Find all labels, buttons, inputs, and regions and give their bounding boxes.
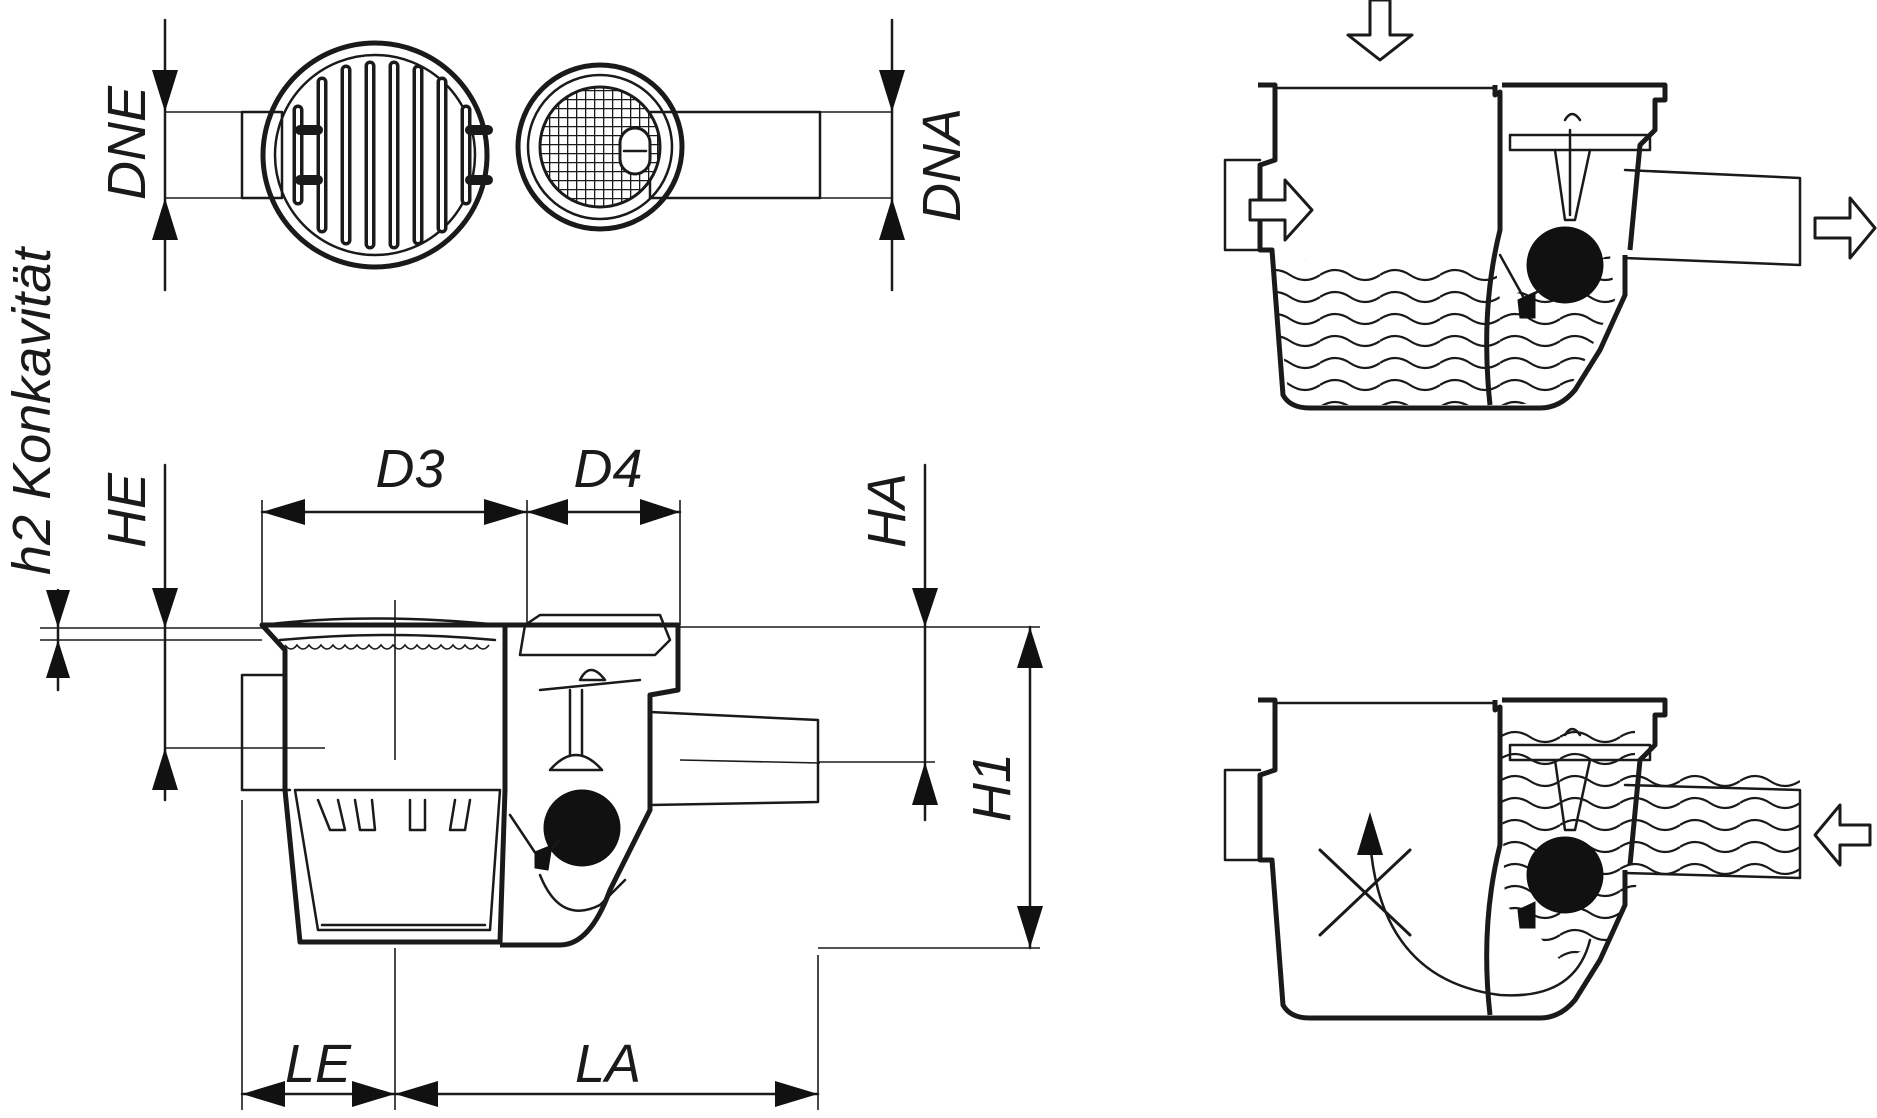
blocked-flow-path bbox=[1368, 838, 1592, 997]
side-section-view: h2 Konkavität HE D3 D4 bbox=[2, 246, 1043, 1110]
d3-label: D3 bbox=[375, 439, 444, 499]
float-ball bbox=[543, 789, 621, 867]
grate-outer-ring bbox=[260, 40, 490, 270]
backflow-arrow-icon bbox=[1813, 803, 1872, 867]
grate-inner-ring bbox=[273, 53, 477, 257]
h1-dimension: H1 bbox=[818, 625, 1043, 950]
he-label: HE bbox=[97, 472, 157, 548]
d3-dimension: D3 bbox=[260, 439, 529, 625]
trap-chamber-top bbox=[1502, 82, 1668, 251]
outflow-arrow-icon bbox=[1813, 196, 1877, 260]
basket bbox=[293, 788, 502, 932]
h2-label: h2 Konkavität bbox=[2, 246, 62, 575]
top-view: DNE DNA bbox=[97, 18, 972, 292]
grate-top bbox=[260, 617, 502, 627]
inlet-stub bbox=[240, 673, 292, 792]
float-ball-1 bbox=[1526, 226, 1604, 304]
ha-label: HA bbox=[857, 473, 917, 548]
dna-dimension: DNA bbox=[820, 18, 972, 292]
blocked-cross-icon bbox=[1318, 848, 1412, 937]
trap-elbow bbox=[538, 873, 627, 912]
vessel-body-2 bbox=[1257, 697, 1628, 1021]
trap-cover-mesh bbox=[538, 85, 662, 209]
h2-dimension: h2 Konkavität bbox=[2, 246, 262, 692]
la-label: LA bbox=[575, 1034, 641, 1094]
blocked-flow-arrowhead bbox=[1357, 812, 1383, 855]
trap-knob bbox=[578, 668, 607, 682]
operation-view-backflow bbox=[1223, 697, 1872, 1021]
flap-seal-2 bbox=[1517, 901, 1536, 929]
water-fill bbox=[1272, 255, 1615, 405]
trap-cover-inner bbox=[526, 73, 674, 221]
le-label: LE bbox=[285, 1034, 352, 1094]
he-dimension: HE bbox=[97, 463, 290, 802]
dna-label: DNA bbox=[912, 108, 972, 222]
operation-view-flow bbox=[1223, 0, 1877, 411]
float-ball-2 bbox=[1526, 836, 1604, 914]
plunger-foot bbox=[548, 753, 604, 772]
d4-label: D4 bbox=[573, 439, 642, 499]
le-la-dimension: LE LA bbox=[240, 800, 820, 1110]
flap-seal bbox=[534, 844, 553, 871]
divider-wall-2 bbox=[1484, 700, 1503, 1016]
grate-slots bbox=[292, 60, 493, 250]
inflow-arrow-side-icon bbox=[1248, 178, 1314, 242]
main-body bbox=[259, 622, 508, 945]
h1-label: H1 bbox=[962, 753, 1022, 822]
dne-dimension: DNE bbox=[97, 18, 242, 292]
outlet-pipe-side bbox=[648, 710, 820, 807]
dne-label: DNE bbox=[97, 85, 157, 200]
trap-cover-ring bbox=[515, 62, 685, 232]
inflow-arrow-top-icon bbox=[1346, 0, 1414, 62]
trap-chamber bbox=[500, 622, 681, 948]
divider-wall bbox=[1484, 85, 1503, 406]
d4-dimension: D4 bbox=[525, 439, 682, 625]
inlet-pipe-top bbox=[240, 110, 284, 200]
outlet-pipe-top bbox=[648, 110, 822, 200]
vessel-body bbox=[1257, 82, 1628, 411]
flap-seal-1 bbox=[1517, 291, 1536, 319]
ha-dimension: HA bbox=[680, 463, 1040, 822]
trap-cover bbox=[518, 613, 672, 657]
basket-slots bbox=[316, 798, 472, 832]
